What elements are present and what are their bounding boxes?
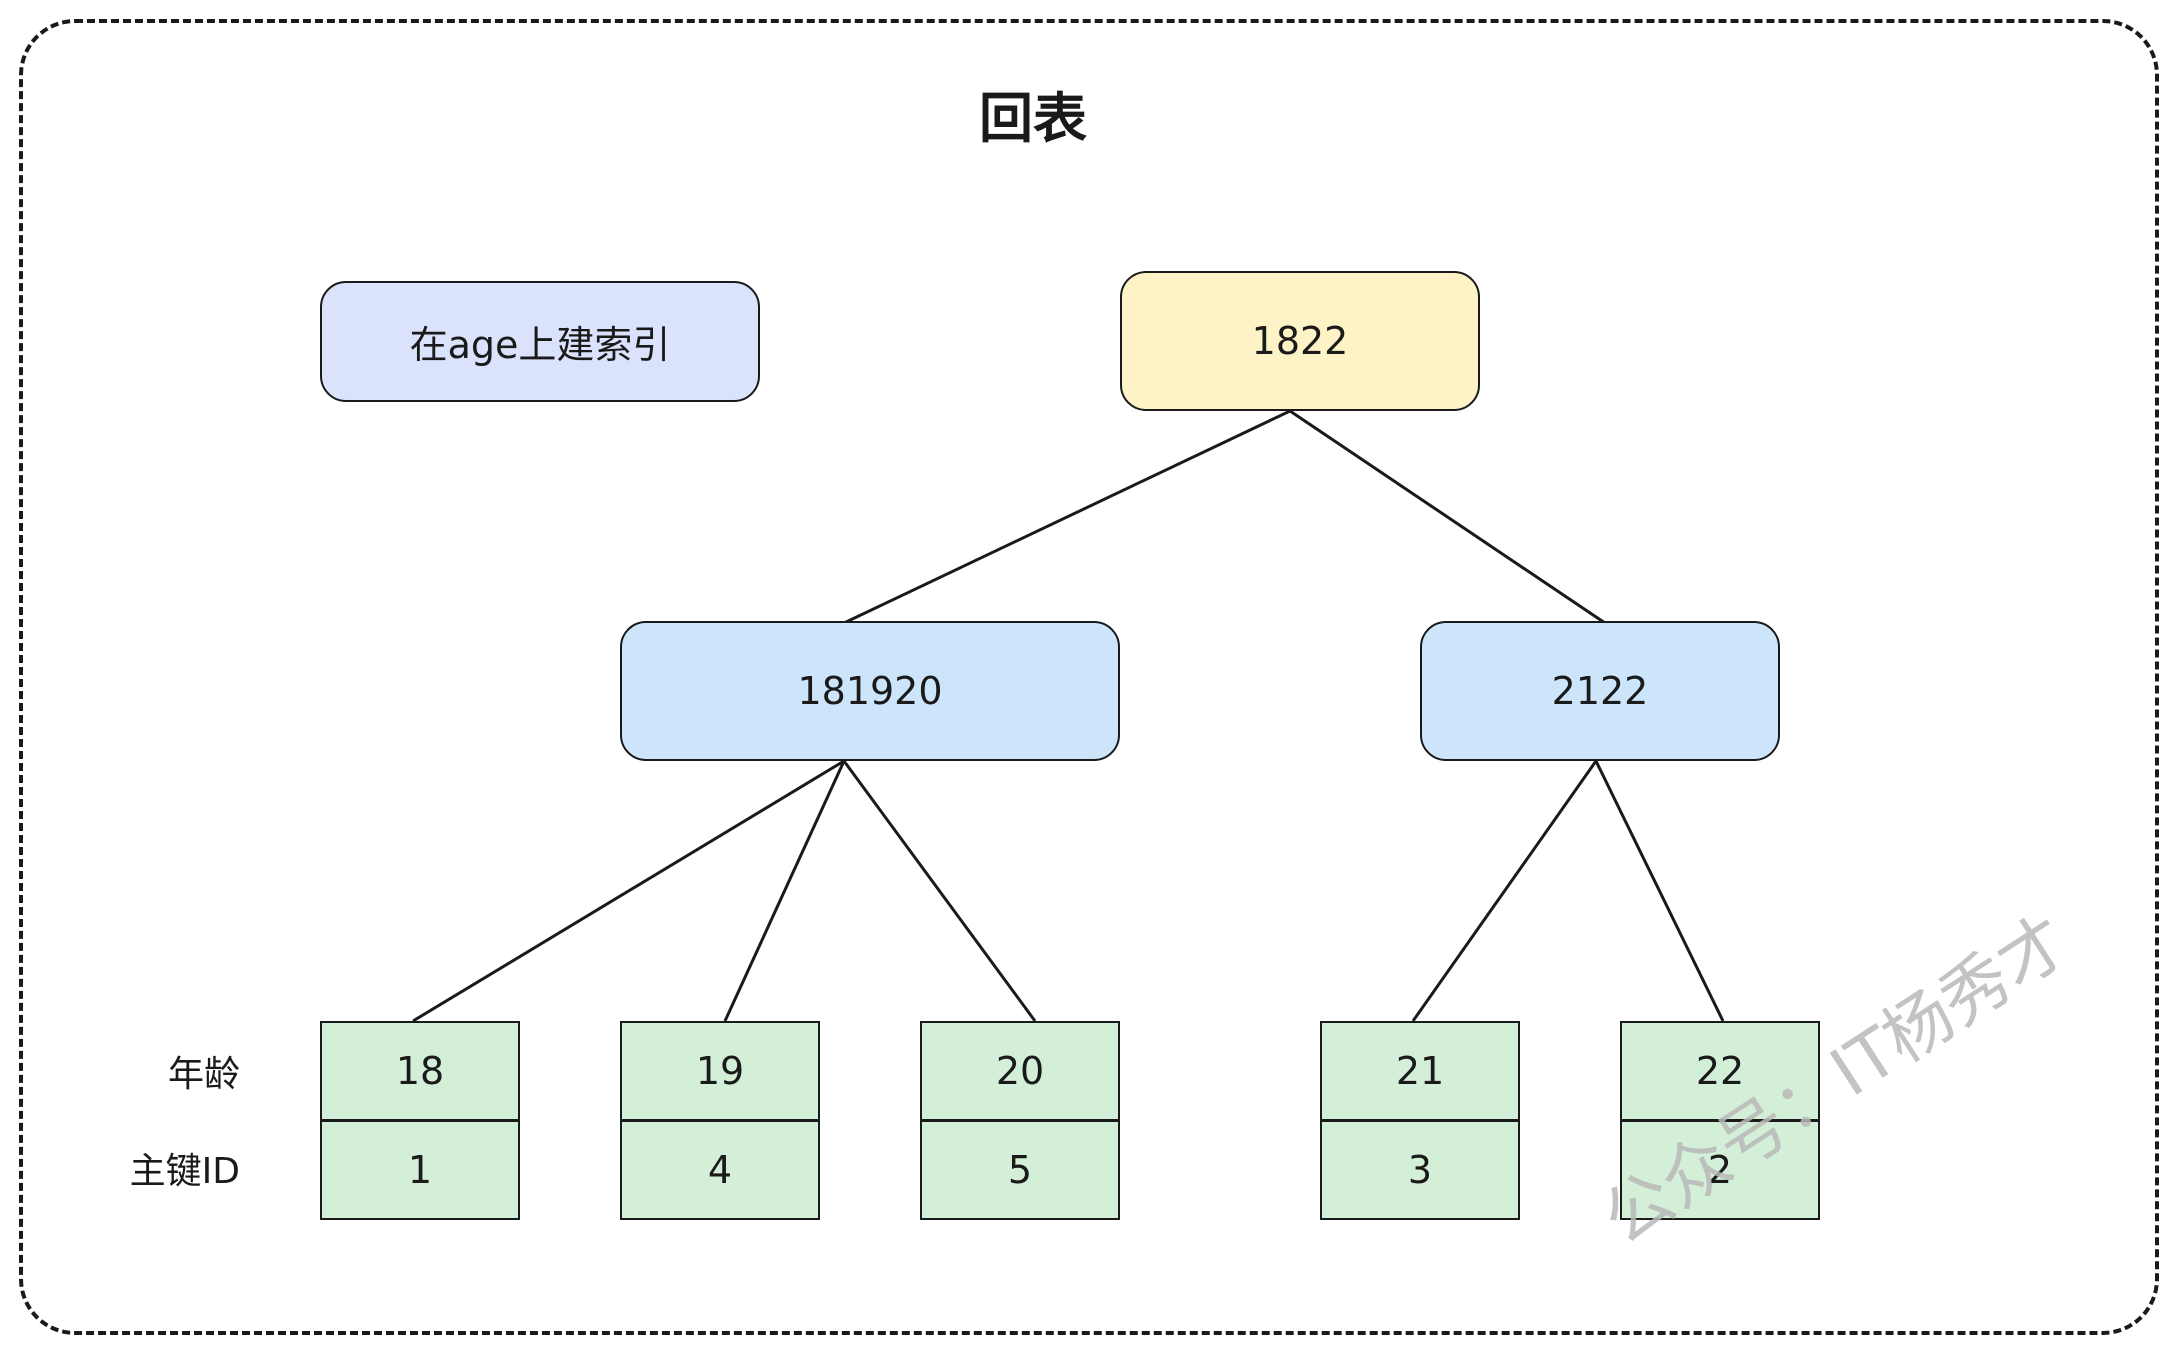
- leaf-id-cell: 2: [1620, 1120, 1820, 1220]
- root-key: 22: [1300, 319, 1349, 363]
- internal-key: 21: [1551, 669, 1600, 713]
- root-node: 18 22: [1120, 271, 1480, 411]
- leaf-node: 22 2: [1620, 1021, 1820, 1221]
- edge-root-midleft: [843, 409, 1291, 625]
- leaf-id-cell: 1: [320, 1120, 520, 1220]
- leaf-node: 19 4: [620, 1021, 820, 1221]
- edge-midleft-leaf19: [723, 760, 846, 1022]
- edge-midright-leaf21: [1411, 760, 1598, 1022]
- index-note-text: 在age上建索引: [409, 323, 671, 367]
- leaf-age-cell: 19: [620, 1021, 820, 1121]
- internal-key: 20: [894, 669, 943, 713]
- index-note: 在age上建索引: [320, 281, 760, 402]
- leaf-node: 21 3: [1320, 1021, 1520, 1221]
- dashed-frame: [19, 19, 2159, 1335]
- diagram-title: 回表: [979, 87, 1087, 150]
- leaf-id-cell: 4: [620, 1120, 820, 1220]
- edge-root-midright: [1289, 409, 1606, 625]
- leaf-id-cell: 5: [920, 1120, 1120, 1220]
- leaf-node: 20 5: [920, 1021, 1120, 1221]
- edge-midright-leaf22: [1594, 760, 1725, 1022]
- leaf-age-cell: 20: [920, 1021, 1120, 1121]
- internal-node-right: 21 22: [1420, 621, 1780, 761]
- row-label-age: 年龄: [167, 1054, 240, 1095]
- row-label-primary-key: 主键ID: [129, 1151, 240, 1192]
- leaf-id-cell: 3: [1320, 1120, 1520, 1220]
- internal-key: 22: [1600, 669, 1649, 713]
- leaf-age-cell: 18: [320, 1021, 520, 1121]
- leaf-node: 18 1: [320, 1021, 520, 1221]
- internal-node-left: 18 19 20: [620, 621, 1120, 761]
- leaf-age-cell: 22: [1620, 1021, 1820, 1121]
- root-key: 18: [1251, 319, 1300, 363]
- leaf-age-cell: 21: [1320, 1021, 1520, 1121]
- edge-midleft-leaf18: [412, 759, 845, 1023]
- internal-key: 18: [797, 669, 846, 713]
- edge-midleft-leaf20: [842, 760, 1037, 1022]
- internal-key: 19: [845, 669, 895, 713]
